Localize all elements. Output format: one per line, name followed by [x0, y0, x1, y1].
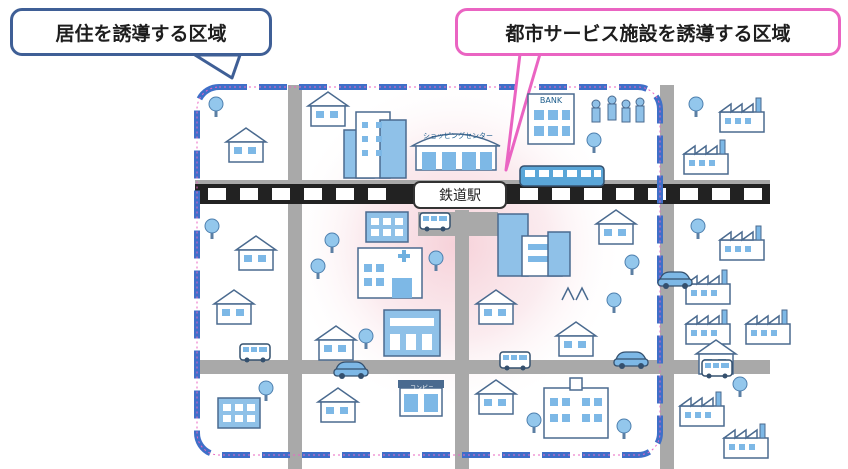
factory [745, 309, 791, 345]
bus [701, 359, 733, 380]
tree [690, 218, 706, 240]
house [307, 91, 349, 127]
bank [527, 93, 575, 145]
factory [683, 139, 729, 175]
shopping-center [409, 133, 501, 171]
bus [239, 343, 271, 364]
school [543, 377, 609, 439]
factory [679, 391, 725, 427]
tree [258, 380, 274, 402]
tree [732, 376, 748, 398]
residential-zone-callout: 居住を誘導する区域 [10, 8, 272, 56]
playground [561, 286, 589, 301]
residential-zone-label: 居住を誘導する区域 [55, 22, 227, 45]
house [225, 127, 267, 163]
pedestrians [591, 95, 645, 123]
car [613, 351, 649, 370]
urban-service-zone-border [196, 86, 661, 456]
tree [526, 412, 542, 434]
car [657, 271, 693, 290]
factory [719, 97, 765, 133]
house [235, 235, 277, 271]
office-towers [343, 111, 407, 179]
hospital [357, 247, 423, 299]
bus [499, 351, 531, 372]
urban-service-zone-callout: 都市サービス施設を誘導する区域 [455, 8, 841, 56]
shopping-center-sign: ショッピングセンター [423, 132, 493, 140]
apartment [217, 397, 261, 429]
car [333, 361, 369, 380]
factory [685, 269, 731, 305]
urban-service-zone-label: 都市サービス施設を誘導する区域 [505, 22, 791, 45]
tree [688, 96, 704, 118]
civic-building [383, 309, 441, 357]
factory [685, 309, 731, 345]
factory [723, 423, 769, 459]
tree [616, 418, 632, 440]
house [317, 387, 359, 423]
tree [204, 218, 220, 240]
factory [719, 225, 765, 261]
station-label: 鉄道駅 [413, 181, 507, 209]
left-callout-tail [193, 53, 242, 80]
tree [208, 96, 224, 118]
apartment [365, 211, 409, 243]
bus [419, 212, 451, 233]
station-name: 鉄道駅 [439, 188, 481, 204]
train [519, 165, 605, 187]
convenience-store-sign: コンビニ [409, 385, 434, 392]
house [213, 289, 255, 325]
bank-sign: BANK [539, 96, 563, 105]
tree [624, 254, 640, 276]
convenience-store [398, 380, 444, 417]
central-buildings [497, 213, 571, 277]
